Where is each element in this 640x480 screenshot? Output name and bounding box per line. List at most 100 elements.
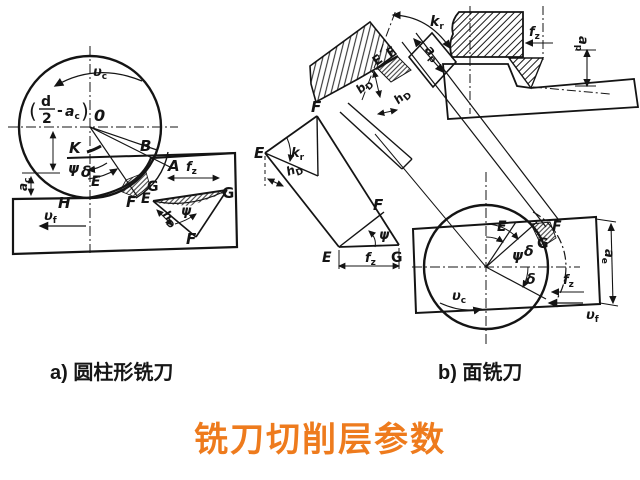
surface-dashdot-tr [532, 86, 611, 95]
para-edge-right [316, 115, 400, 246]
upper-edge-EF-b [375, 55, 399, 70]
uc-rotation-arrow-b [439, 302, 483, 315]
uc-label-b: υc [452, 289, 466, 306]
ac-label: ac [16, 178, 33, 191]
psi-label-para: ψ [379, 228, 390, 243]
inset-edge-EF-a [152, 200, 197, 238]
E-label-circle-b: E [497, 219, 507, 235]
fz-label-para: fz [365, 251, 376, 268]
diagram-b-face-cutter [264, 6, 640, 345]
para-kr-arc [286, 137, 295, 163]
chip-area-a [119, 171, 151, 198]
F-label-para-top: F [311, 98, 322, 116]
K-label: K [69, 139, 82, 157]
psi-arc-a [86, 162, 108, 173]
kr-label-para: kr [291, 146, 305, 163]
psi-label-inset-a: ψ [181, 204, 192, 219]
inset-psi-arc-a [174, 213, 197, 225]
delta-arc-a [87, 168, 119, 180]
ap-dim-tilted [413, 37, 444, 74]
inset-hD-dim-a [156, 209, 173, 226]
G-label-para: G [391, 250, 403, 266]
workpiece-a [11, 151, 239, 256]
para-edge-left [264, 152, 340, 248]
ae-ext2 [599, 302, 619, 307]
uf-label-a: υf [44, 209, 57, 226]
upper-hD-dim-b [376, 108, 399, 116]
radius-formula-close: ) [81, 99, 89, 123]
page-title: 铣刀切削层参数 [194, 421, 446, 459]
F-label-circle-a: F [126, 193, 137, 211]
para-hyp [338, 211, 385, 248]
caption-a-cylindrical-cutter: a) 圆柱形铣刀 [50, 362, 174, 384]
radial-entry-b [485, 221, 517, 268]
G-label-inset-a: G [222, 184, 234, 202]
axis-projection-line [374, 133, 487, 268]
E-label-para-top: E [254, 144, 265, 162]
E-label-inset-a: E [141, 191, 151, 207]
figure-canvas: υc ( d 2 - ac ) 0 K B A ψ δ E G F E H ac… [8, 6, 640, 345]
kr-arc-top [391, 11, 451, 50]
uc-rotation-arrow-a [53, 72, 143, 87]
delta-arc-b [485, 223, 519, 240]
ap-label-tilted-b: ap [420, 43, 443, 66]
para-edge-EF [264, 115, 318, 154]
radius-formula-d: d [41, 94, 51, 110]
radius-formula-a: ac [65, 104, 80, 122]
A-label: A [167, 157, 180, 175]
prev-tooth-arc-b [532, 211, 567, 303]
H-label: H [58, 194, 71, 212]
uf-label-b: υf [586, 308, 599, 325]
radial-to-E [89, 126, 138, 197]
labels-diagram-b: F E kr hD F ψ E fz G E F bD hD kr ap fz … [254, 14, 616, 325]
diagram-a-cylindrical-cutter [8, 46, 239, 256]
ae-dim [607, 222, 617, 305]
delta-label-a: δ [81, 163, 91, 181]
para-tri-right [316, 115, 319, 177]
hD-label-inset-a: hD [158, 208, 181, 231]
delta2-label-b: δ [526, 272, 536, 288]
radial-exit-b [485, 221, 538, 268]
tooth-centerline-b [361, 9, 397, 101]
inset-edge-GF-a [195, 189, 228, 238]
delta2-arc-b [522, 266, 529, 288]
radial-to-B [89, 126, 158, 151]
upper-bD-dim-b [372, 69, 382, 99]
fz-label-circle-b: fz [563, 273, 574, 290]
upper-surface1-b [347, 102, 413, 160]
kr-label-top-b: kr [430, 14, 444, 32]
G-label-circle-a: G [147, 179, 159, 195]
labels-diagram-a: υc ( d 2 - ac ) 0 K B A ψ δ E G F E H ac… [16, 65, 234, 248]
upper-surface-cap-b [401, 158, 413, 170]
fz-label-tr: fz [529, 25, 540, 42]
delta-label-b: δ [524, 244, 534, 260]
ae-label: ae [599, 249, 616, 264]
psi-arc-b [485, 235, 504, 243]
upper-block-b [309, 20, 398, 104]
para-hD-dim [266, 178, 285, 187]
F-label-circle-b: F [552, 219, 562, 235]
E-label-para-bottom: E [322, 250, 332, 266]
radius-formula-open: ( [29, 99, 37, 123]
fz-label-inset-a: fz [186, 160, 197, 177]
chip-sliver-b [530, 221, 557, 248]
radial-to-A [89, 126, 173, 169]
uc-label-a: υc [93, 65, 107, 82]
psi-label-a: ψ [68, 161, 80, 177]
psi-label-b: ψ [512, 248, 524, 264]
E-label-circle-a: E [91, 174, 101, 190]
G-label-circle-b: G [537, 236, 549, 252]
hD-label-upper-b: hD [391, 86, 414, 109]
workpiece-b [411, 215, 602, 315]
F-label-para-mid: F [373, 196, 384, 214]
radius-formula-minus: - [57, 103, 63, 119]
radial-lower-b [485, 266, 547, 300]
contact-angle-arc-K [86, 144, 102, 154]
inset-hatch-a [153, 190, 227, 206]
para-psi-arc [368, 230, 377, 248]
surface-line-a [66, 152, 236, 159]
radius-formula-2: 2 [42, 111, 52, 127]
ae-ext1 [595, 218, 617, 223]
F-label-inset-a: F [186, 230, 197, 248]
